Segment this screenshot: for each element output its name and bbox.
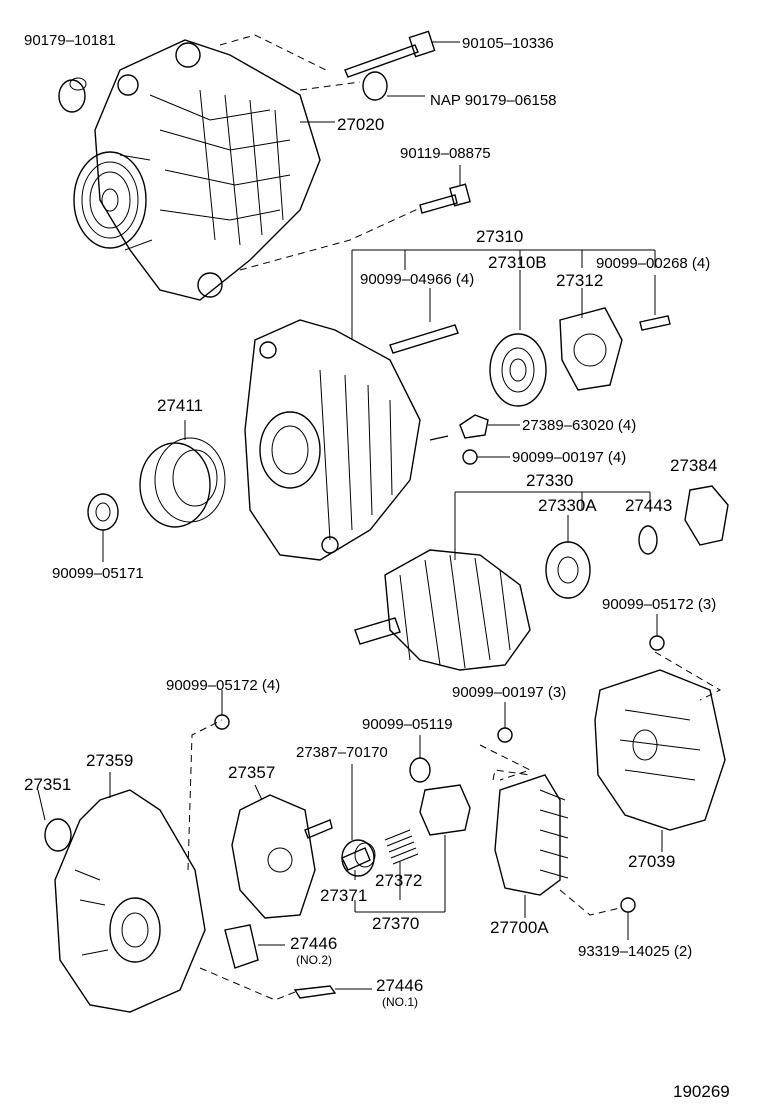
spacer-drawing [459, 414, 489, 439]
label-27330: 27330 [526, 471, 574, 490]
drive-pulley-drawing [139, 420, 226, 528]
label-27384: 27384 [670, 456, 718, 475]
alternator-assembly-drawing [94, 39, 321, 301]
label-27446-no1: 27446 [376, 976, 424, 995]
rectifier-holder-drawing [231, 784, 333, 919]
long-bolt-drawing [344, 30, 460, 78]
pulley-drawing [73, 151, 153, 251]
nut-drawing [299, 71, 425, 101]
label-90099-04966: 90099–04966 (4) [360, 271, 475, 288]
retainer-plate-drawing [559, 307, 623, 391]
label-90099-05172-4: 90099–05172 (4) [166, 677, 281, 694]
label-90179-06158: NAP 90179–06158 [430, 92, 557, 109]
rear-bearing-drawing [545, 515, 591, 599]
terminal-cap-drawing [37, 789, 72, 852]
label-27372: 27372 [375, 871, 423, 890]
label-90099-00268: 90099–00268 (4) [596, 255, 711, 272]
rectifier-end-frame-drawing [54, 690, 230, 1013]
label-27039: 27039 [628, 852, 676, 871]
seal-ring-drawing [684, 485, 729, 546]
label-90099-05172-3: 90099–05172 (3) [602, 596, 717, 613]
insulator-no2-drawing [224, 924, 259, 969]
label-90099-00197-3: 90099–00197 (3) [452, 684, 567, 701]
label-27387-70170: 27387–70170 [296, 744, 388, 761]
label-27357: 27357 [228, 763, 276, 782]
label-27446-no1-sub: (NO.1) [382, 995, 418, 1009]
figure-number: 190269 [673, 1082, 730, 1101]
label-27330A: 27330A [538, 496, 597, 515]
regulator-drawing [492, 769, 569, 918]
label-27370: 27370 [372, 914, 420, 933]
label-27359: 27359 [86, 751, 134, 770]
ring-drawing [638, 525, 658, 555]
brush-holder-assembly-drawing [354, 784, 471, 913]
label-27312: 27312 [556, 271, 604, 290]
label-27310: 27310 [476, 227, 524, 246]
insulator-no1-drawing [293, 985, 337, 999]
cap-drawing [58, 77, 87, 113]
label-27371: 27371 [320, 886, 368, 905]
pulley-nut-drawing [87, 493, 119, 562]
label-90105-10336: 90105–10336 [462, 35, 554, 52]
bearing-drawing [489, 333, 547, 407]
label-27310B: 27310B [488, 253, 547, 272]
label-27411: 27411 [157, 396, 204, 415]
rear-end-cover-drawing [594, 614, 726, 852]
label-90119-08875: 90119–08875 [400, 145, 491, 162]
label-27389-63020: 27389–63020 (4) [522, 417, 637, 434]
label-27443: 27443 [625, 496, 673, 515]
label-27351: 27351 [24, 775, 72, 794]
label-90179-10181: 90179–10181 [24, 32, 116, 49]
brush-drawing [341, 847, 371, 871]
drive-end-frame-drawing [244, 319, 421, 561]
label-90099-05119: 90099–05119 [362, 716, 453, 733]
label-93319-14025: 93319–14025 (2) [578, 943, 693, 960]
label-27020: 27020 [337, 115, 385, 134]
rotor-drawing [354, 549, 531, 671]
bolt-drawing [239, 165, 471, 271]
label-27700A: 27700A [490, 918, 549, 937]
label-90099-05171: 90099–05171 [52, 565, 144, 582]
label-27446-no2: 27446 [290, 934, 338, 953]
spring-drawing [384, 829, 419, 865]
label-27446-no2-sub: (NO.2) [296, 953, 332, 967]
label-90099-00197-4: 90099–00197 (4) [512, 449, 627, 466]
